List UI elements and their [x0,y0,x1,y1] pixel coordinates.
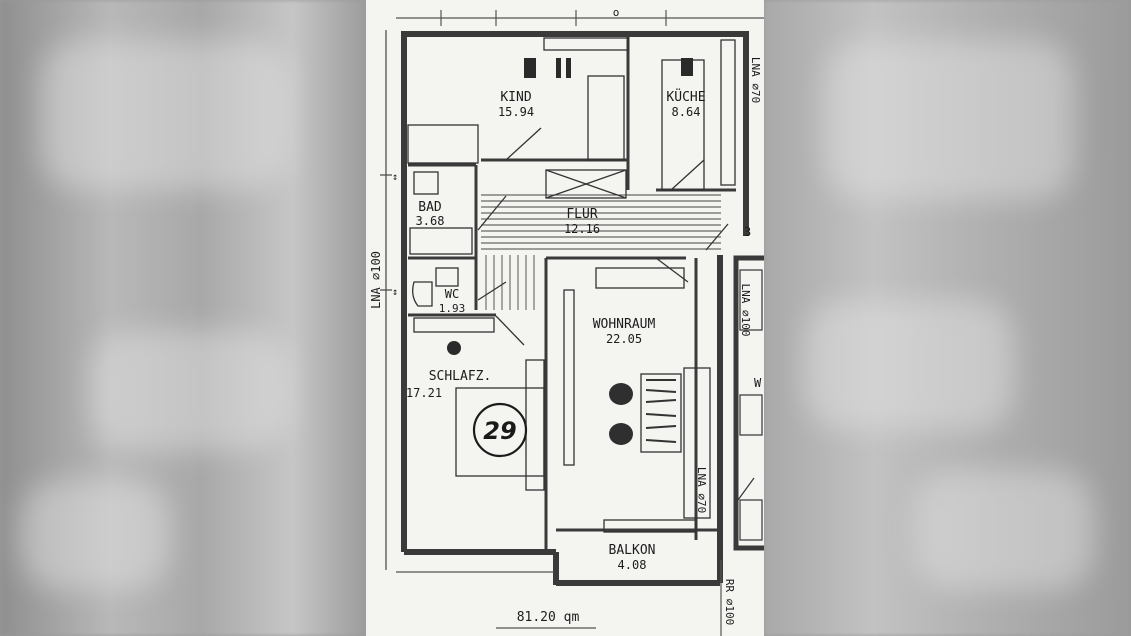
room-name-wc: WC [445,287,459,301]
blurred-background-left [0,0,366,636]
pipe-label-right-mid: LNA ⌀100 [739,284,752,337]
room-name-bad: BAD [418,200,442,215]
pipe-label-inner: LNA ⌀70 [695,467,708,513]
unit-number: 29 [483,417,516,445]
left-tick-mark-b: ↕ [392,287,398,298]
top-circle-mark: o [613,6,620,19]
neighbor-room-mark: W [754,376,762,390]
neighbor-apartment [733,255,764,551]
pipe-label-left: LNA ⌀100 [369,251,383,309]
door-swings [477,127,729,346]
dining-table-icon [609,373,682,453]
room-area-kind: 15.94 [498,105,534,119]
room-area-kueche: 8.64 [672,105,701,119]
furniture-lines [407,37,736,533]
toilet-icon [412,281,433,307]
room-area-balkon: 4.08 [618,558,647,572]
pipe-label-bottom-right: RR ⌀100 [723,579,736,625]
room-area-schlafz: 17.21 [406,386,442,400]
pipe-label-top-right: LNA ⌀70 [749,57,762,103]
dark-markers [447,58,693,355]
blurred-background-right [764,0,1131,636]
bottom-edge-lines [396,560,722,636]
flur-cross-box [545,169,627,199]
top-edge-lines [396,10,764,26]
room-name-kueche: KÜCHE [666,88,705,105]
right-edge-mark: 3 [744,225,751,239]
room-name-kind: KIND [500,90,531,105]
floor-plan-drawing: KIND 15.94 KÜCHE 8.64 BAD 3.68 FLUR 12.1… [369,6,764,636]
inner-walls [408,37,736,552]
room-area-flur: 12.16 [564,222,600,236]
room-area-bad: 3.68 [416,214,445,228]
room-area-wohnraum: 22.05 [606,332,642,346]
left-dimension-line [380,30,392,570]
left-tick-mark-a: ↕ [392,172,398,183]
neighbor-furniture [737,269,763,541]
total-area: 81.20 qm [517,610,580,625]
unit-number-badge: 29 [472,402,528,458]
room-name-flur: FLUR [566,207,597,222]
outer-walls [401,31,749,586]
room-name-balkon: BALKON [609,543,656,558]
floor-plan-scan: KIND 15.94 KÜCHE 8.64 BAD 3.68 FLUR 12.1… [366,0,764,636]
room-name-wohnraum: WOHNRAUM [593,317,656,332]
flur-hatching [481,194,721,310]
room-name-schlafz: SCHLAFZ. [429,369,492,384]
room-area-wc: 1.93 [439,302,466,315]
